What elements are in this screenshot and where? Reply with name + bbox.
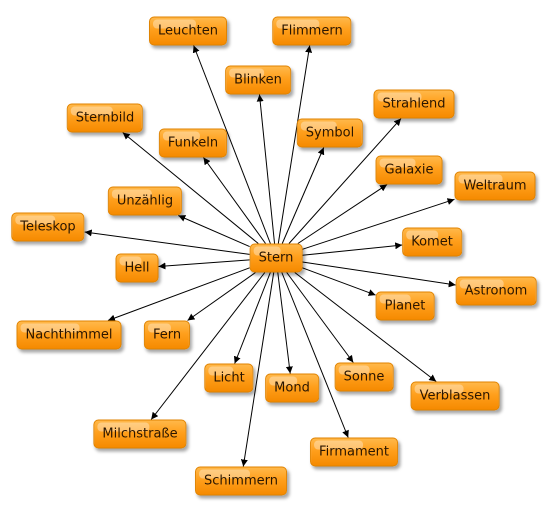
node-galaxie: Galaxie (375, 155, 443, 185)
node-fern: Fern (143, 320, 191, 350)
edge-arrow (302, 267, 376, 296)
edge-arrow (256, 94, 276, 244)
edge-arrow (277, 45, 313, 244)
node-planet: Planet (375, 291, 435, 321)
node-blinken: Blinken (225, 65, 291, 95)
edge-arrow (233, 272, 271, 364)
node-firmament: Firmament (310, 437, 398, 467)
edge-arrow (203, 157, 266, 244)
node-leuchten: Leuchten (149, 16, 227, 46)
edge-arrow (187, 272, 256, 321)
node-unzahlig: Unzählig (107, 186, 183, 216)
node-center: Stern (249, 243, 303, 273)
node-hell: Hell (115, 253, 159, 283)
edge-arrow (107, 267, 250, 322)
node-teleskop: Teleskop (11, 212, 85, 242)
edge-arrow (277, 272, 293, 374)
edge-arrow (178, 215, 250, 247)
edge-arrow (302, 198, 455, 250)
edge-arrow (158, 259, 250, 270)
node-komet: Komet (402, 227, 462, 257)
node-sonne: Sonne (334, 362, 394, 392)
node-licht: Licht (204, 363, 254, 393)
node-sternbild: Sternbild (66, 103, 144, 133)
node-funkeln: Funkeln (158, 128, 228, 158)
edge-arrow (84, 229, 250, 255)
edge-arrow (286, 272, 354, 363)
edge-arrow (294, 272, 437, 382)
node-symbol: Symbol (296, 118, 364, 148)
edge-arrow (302, 242, 403, 256)
edge-arrow (297, 184, 388, 244)
edge-arrow (192, 45, 271, 244)
node-nachthimmel: Nachthimmel (16, 320, 122, 350)
node-verblassen: Verblassen (410, 381, 500, 411)
node-weltraum: Weltraum (454, 171, 536, 201)
edge-arrow (281, 147, 325, 244)
node-strahlend: Strahlend (373, 89, 455, 119)
edge-arrow (122, 132, 259, 244)
node-astronom: Astronom (455, 276, 537, 306)
edge-arrow (150, 272, 266, 420)
edge-arrow (240, 272, 275, 467)
node-mond: Mond (265, 373, 319, 403)
node-milchstrasse: Milchstraße (93, 419, 187, 449)
edge-arrow (302, 261, 456, 288)
node-schimmern: Schimmern (195, 466, 287, 496)
edge-arrow (281, 272, 349, 438)
edge-arrow (288, 118, 402, 244)
node-flimmern: Flimmern (272, 16, 352, 46)
